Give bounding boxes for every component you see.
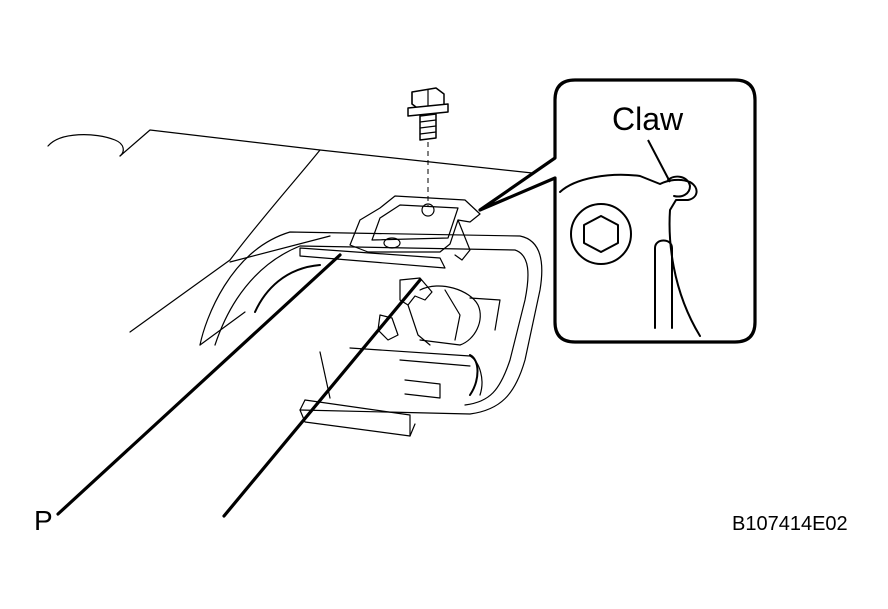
claw-label: Claw	[612, 101, 684, 137]
bolt-icon	[407, 87, 449, 206]
cover-bracket	[299, 195, 481, 269]
pointer-lines	[56, 253, 422, 518]
seat-track-housing	[199, 231, 543, 437]
wire-harness	[254, 264, 479, 396]
detail-callout	[478, 78, 757, 344]
pointer-label: P	[34, 505, 53, 536]
figure-code: B107414E02	[732, 513, 848, 535]
claw-mechanism	[377, 277, 501, 346]
seat-cushion	[47, 129, 561, 333]
